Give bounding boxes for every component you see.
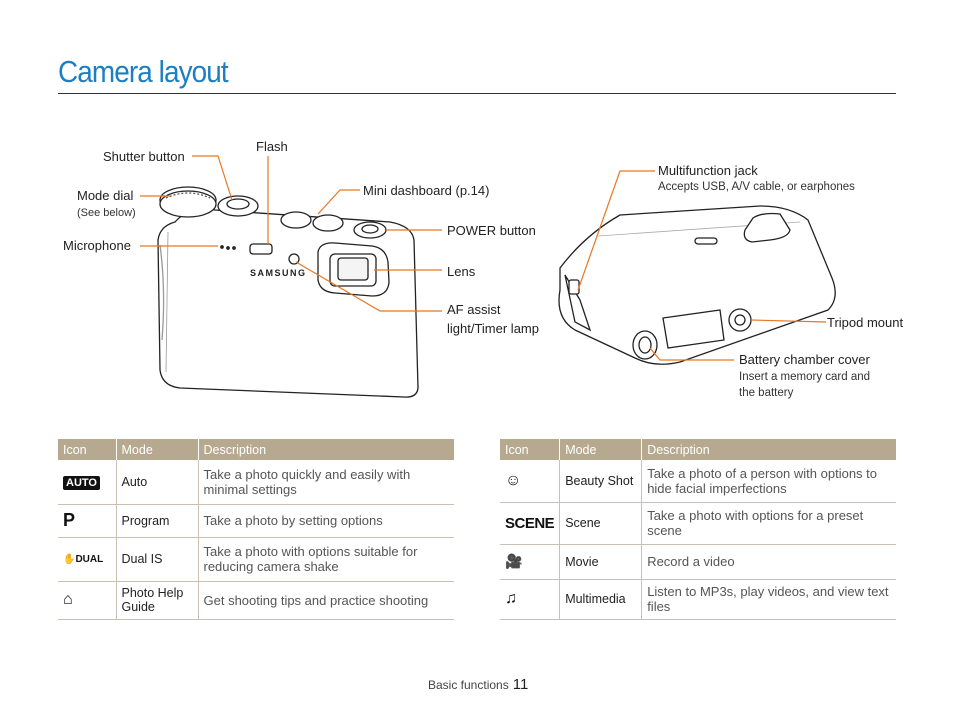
battery-cover-label: Battery chamber cover — [739, 352, 870, 367]
beauty-shot-icon: ☺ — [505, 471, 522, 489]
mode-dial-label: Mode dial — [77, 188, 134, 203]
mode-cell: Photo Help Guide — [116, 581, 199, 620]
microphone-label: Microphone — [63, 238, 131, 253]
timer-lamp-label: light/Timer lamp — [447, 321, 539, 336]
mode-cell: Scene — [559, 502, 643, 545]
auto-mode-icon: AUTO — [63, 476, 100, 491]
mode-cell: Multimedia — [559, 579, 643, 620]
photo-help-icon: ⌂ — [63, 591, 73, 608]
page-title: Camera layout — [58, 54, 229, 89]
mode-cell: Dual IS — [116, 537, 199, 582]
movie-icon: 🎥 — [505, 553, 523, 569]
program-mode-icon: P — [63, 510, 76, 530]
table-row: ♫ Multimedia Listen to MP3s, play videos… — [500, 579, 896, 620]
callout-lines — [140, 155, 827, 361]
header-description: Description — [198, 439, 454, 460]
mode-table-right: Icon Mode Description ☺ Beauty Shot Take… — [500, 439, 896, 620]
header-description: Description — [641, 439, 896, 460]
table-row: SCENE Scene Take a photo with options fo… — [500, 502, 896, 545]
mode-cell: Movie — [559, 544, 643, 580]
table-row: ✋DUAL Dual IS Take a photo with options … — [58, 537, 454, 582]
multifunction-jack-label: Multifunction jack — [658, 163, 758, 178]
description-cell: Take a photo quickly and easily with min… — [198, 460, 454, 505]
page-number: 11 — [512, 676, 529, 693]
battery-cover-sublabel-2: the battery — [739, 387, 794, 399]
description-cell: Take a photo with options suitable for r… — [198, 537, 454, 582]
table-row: 🎥 Movie Record a video — [500, 544, 896, 580]
power-button-label: POWER button — [447, 223, 536, 238]
lens-label: Lens — [447, 264, 476, 279]
battery-cover-sublabel-1: Insert a memory card and — [739, 371, 871, 383]
table-row: ☺ Beauty Shot Take a photo of a person w… — [500, 460, 896, 503]
title-divider — [58, 93, 896, 94]
flash-label: Flash — [256, 139, 288, 154]
table-header-row: Icon Mode Description — [500, 439, 896, 460]
tripod-mount-label: Tripod mount — [827, 315, 904, 330]
shutter-button-label: Shutter button — [103, 149, 185, 164]
front-camera-drawing — [157, 186, 419, 398]
description-cell: Take a photo with options for a preset s… — [641, 502, 896, 545]
header-icon: Icon — [58, 439, 117, 460]
brand-logo: SAMSUNG — [250, 268, 307, 278]
mode-cell: Auto — [116, 460, 199, 505]
description-cell: Take a photo by setting options — [198, 504, 454, 538]
mode-cell: Program — [116, 504, 199, 538]
dual-is-icon: ✋DUAL — [63, 553, 104, 565]
table-row: P Program Take a photo by setting option… — [58, 504, 454, 538]
footer-section: Basic functions — [428, 678, 509, 692]
description-cell: Take a photo of a person with options to… — [641, 460, 896, 503]
description-cell: Record a video — [641, 544, 896, 580]
mode-cell: Beauty Shot — [559, 460, 643, 503]
af-assist-label: AF assist — [447, 302, 501, 317]
header-mode: Mode — [559, 439, 643, 460]
mode-dial-sublabel: (See below) — [77, 207, 136, 219]
multifunction-jack-sublabel: Accepts USB, A/V cable, or earphones — [658, 181, 855, 193]
camera-illustration: SAMSUNG — [140, 155, 836, 398]
table-row: AUTO Auto Take a photo quickly and easil… — [58, 460, 454, 505]
bottom-camera-drawing — [558, 205, 836, 365]
scene-icon: SCENE — [505, 514, 555, 532]
description-cell: Get shooting tips and practice shooting — [198, 581, 454, 620]
mode-table-left: Icon Mode Description AUTO Auto Take a p… — [58, 439, 454, 620]
table-row: ⌂ Photo Help Guide Get shooting tips and… — [58, 581, 454, 620]
description-cell: Listen to MP3s, play videos, and view te… — [641, 579, 896, 620]
table-header-row: Icon Mode Description — [58, 439, 454, 460]
mini-dashboard-label: Mini dashboard (p.14) — [363, 183, 490, 198]
multimedia-icon: ♫ — [505, 590, 517, 607]
header-mode: Mode — [116, 439, 199, 460]
header-icon: Icon — [500, 439, 561, 460]
